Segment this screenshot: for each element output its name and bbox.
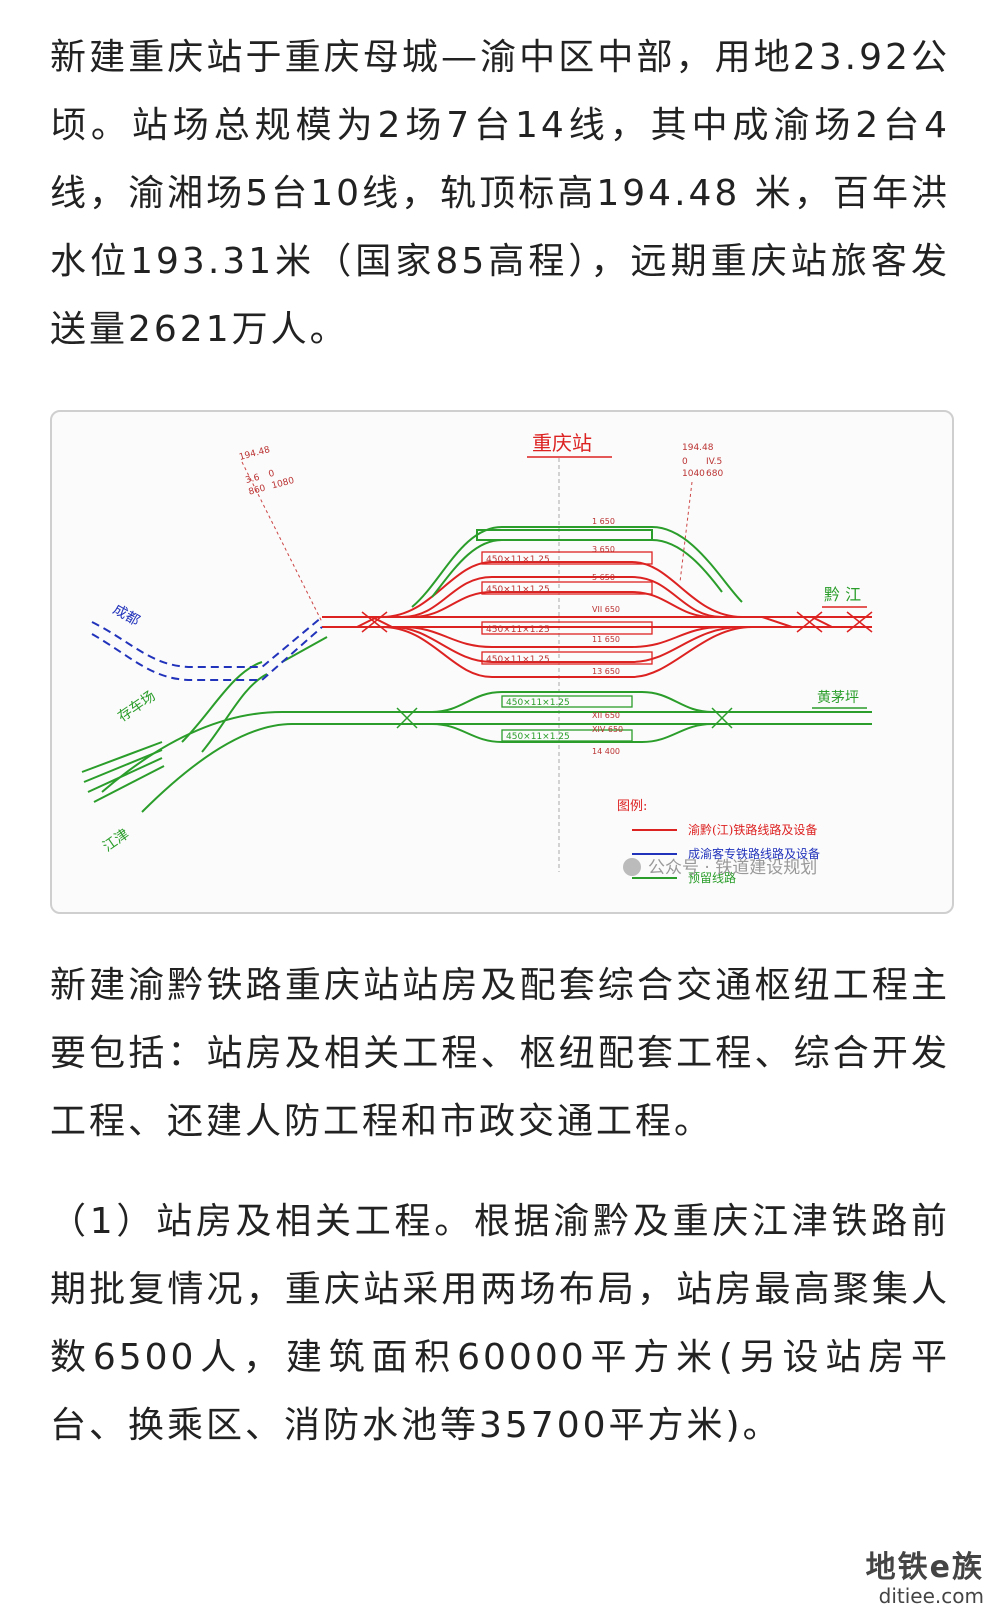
svg-text:XII 650: XII 650 [592, 711, 620, 720]
svg-text:194.48: 194.48 [682, 443, 714, 453]
svg-text:450×11×1.25: 450×11×1.25 [506, 698, 570, 708]
legend-green-text: 预留线路 [688, 870, 736, 885]
platforms-red [481, 551, 653, 665]
direction-label-jiangjin: 江津 [100, 826, 132, 855]
diagram-watermark: 公众号 · 铁道建设规划 [648, 858, 817, 878]
svg-text:450×11×1.25: 450×11×1.25 [486, 625, 550, 635]
blue-chengyu-line [91, 616, 323, 681]
watermark-en: ditiee.com [878, 1584, 984, 1608]
legend-red-text: 渝黔(江)铁路线路及设备 [688, 822, 817, 837]
svg-text:14 400: 14 400 [592, 747, 620, 756]
direction-label-qianjiang: 黔 江 [824, 585, 861, 604]
wechat-logo-icon [623, 858, 641, 876]
legend-title: 图例: [617, 799, 647, 814]
green-reserved-upper [411, 526, 743, 608]
svg-text:IV.5: IV.5 [706, 457, 722, 467]
svg-text:3 650: 3 650 [592, 545, 615, 554]
svg-text:3.6: 3.6 [244, 473, 261, 486]
svg-text:1040: 1040 [682, 469, 705, 479]
yard-label-cunche: 存车场 [115, 687, 159, 725]
paragraph-project-scope: 新建渝黔铁路重庆站站房及配套综合交通枢纽工程主要包括：站房及相关工程、枢纽配套工… [50, 965, 950, 1142]
svg-text:VII 650: VII 650 [592, 605, 620, 614]
svg-text:450×11×1.25: 450×11×1.25 [486, 655, 550, 665]
svg-text:0: 0 [682, 457, 688, 467]
red-crossovers [361, 611, 873, 633]
green-yard-fan [81, 741, 165, 803]
track-layout-diagram: 重庆站 194.48 3.6 0 860 1080 194.48 0 IV.5 … [50, 410, 954, 914]
platform-labels-green: 450×11×1.25 450×11×1.25 [506, 698, 570, 742]
svg-text:5 650: 5 650 [592, 573, 615, 582]
watermark-cn: 地铁e族 [865, 1549, 984, 1585]
elevation-leader-right [679, 481, 693, 583]
svg-text:450×11×1.25: 450×11×1.25 [486, 555, 550, 565]
elevation-mark-right: 194.48 0 IV.5 1040 680 [682, 443, 723, 479]
svg-text:680: 680 [706, 469, 723, 479]
direction-label-chengdu: 成都 [110, 602, 142, 630]
svg-text:860: 860 [248, 483, 267, 497]
svg-text:450×11×1.25: 450×11×1.25 [506, 732, 570, 742]
elevation-mark-left: 194.48 3.6 0 860 1080 [238, 445, 295, 498]
svg-text:1 650: 1 650 [592, 517, 615, 526]
direction-label-huangmaoping: 黄茅坪 [817, 689, 859, 706]
svg-text:0: 0 [268, 469, 276, 480]
track-layout-svg: 重庆站 194.48 3.6 0 860 1080 194.48 0 IV.5 … [81, 431, 873, 885]
paragraph-station-building: （1）站房及相关工程。根据渝黔及重庆江津铁路前期批复情况，重庆站采用两场布局，站… [50, 1201, 950, 1446]
platform-labels-red: 450×11×1.25 450×11×1.25 450×11×1.25 450×… [486, 555, 550, 665]
diagram-title: 重庆站 [532, 431, 592, 455]
paragraph-station-overview: 新建重庆站于重庆母城—渝中区中部，用地23.92公顷。站场总规模为2场7台14线… [50, 37, 950, 350]
svg-text:194.48: 194.48 [238, 445, 271, 463]
site-watermark: 地铁e族 ditiee.com [844, 1549, 984, 1609]
svg-text:450×11×1.25: 450×11×1.25 [486, 585, 550, 595]
svg-text:11 650: 11 650 [592, 635, 620, 644]
red-main-lines [322, 561, 872, 678]
platforms-green [501, 695, 633, 742]
legend-blue-text: 成渝客专铁路线路及设备 [688, 846, 820, 861]
svg-text:13 650: 13 650 [592, 667, 620, 676]
track-number-labels: 1 650 3 650 5 650 VII 650 11 650 13 650 … [592, 517, 623, 756]
green-crossovers [396, 707, 733, 729]
svg-text:XIV 650: XIV 650 [592, 725, 623, 734]
